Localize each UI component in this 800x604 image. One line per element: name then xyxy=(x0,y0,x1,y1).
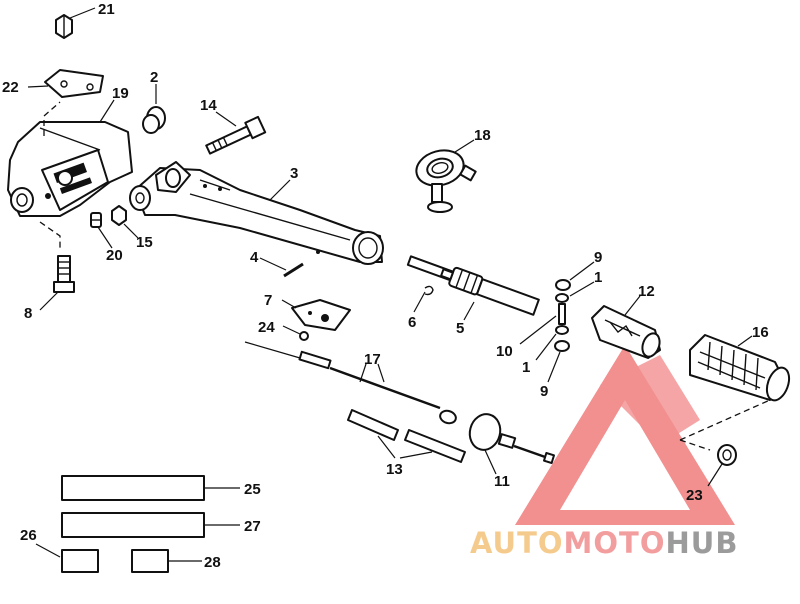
part-11-cable-end xyxy=(468,413,555,464)
callout-28: 28 xyxy=(204,554,221,571)
part-9a-nut xyxy=(555,279,571,291)
callout-23: 23 xyxy=(686,487,703,504)
watermark-logo: AUTOMOTOHUB xyxy=(470,345,738,560)
callout-26: 26 xyxy=(20,527,37,544)
part-25-decal xyxy=(61,475,205,501)
part-5-shaft xyxy=(406,255,540,316)
part-19-bracket xyxy=(7,101,133,250)
part-16-grip xyxy=(689,334,791,402)
leader-lines xyxy=(27,7,753,562)
part-22-plate xyxy=(44,69,104,98)
part-9b-nut xyxy=(554,340,570,352)
part-6-clip xyxy=(424,285,434,296)
part-7-bracket xyxy=(291,299,351,331)
part-28-decal xyxy=(131,549,169,573)
part-1a-washer xyxy=(555,293,569,303)
part-23-clip xyxy=(679,399,771,466)
callout-10: 10 xyxy=(496,343,513,360)
watermark-moto: MOTO xyxy=(564,526,666,560)
callout-12: 12 xyxy=(638,283,655,300)
callout-3: 3 xyxy=(290,165,298,182)
callout-15: 15 xyxy=(136,234,153,251)
part-15-nut xyxy=(111,205,127,226)
callout-16: 16 xyxy=(752,324,769,341)
part-13-sleeves xyxy=(347,409,466,463)
part-1b-washer xyxy=(555,325,569,335)
callout-6: 6 xyxy=(408,314,416,331)
callout-20: 20 xyxy=(106,247,123,264)
part-4-pin xyxy=(283,262,304,278)
part-2-washer xyxy=(142,106,166,134)
callout-25: 25 xyxy=(244,481,261,498)
callout-4: 4 xyxy=(250,249,259,266)
callout-labels: 21 22 2 19 14 18 3 20 15 4 8 9 1 12 7 6 … xyxy=(2,1,769,571)
callout-27: 27 xyxy=(244,518,261,535)
callout-9b: 9 xyxy=(540,383,548,400)
part-24-screw xyxy=(299,331,309,341)
callout-1b: 1 xyxy=(522,359,530,376)
part-10-stud xyxy=(558,303,566,325)
callout-18: 18 xyxy=(474,127,491,144)
callout-5: 5 xyxy=(456,320,464,337)
part-27-decal xyxy=(61,512,205,538)
svg-text:AUTOMOTOHUB: AUTOMOTOHUB xyxy=(470,526,738,560)
watermark-hub: HUB xyxy=(666,526,739,560)
part-18-clamp xyxy=(415,149,477,213)
part-26-decal xyxy=(61,549,99,573)
part-14-bolt xyxy=(205,115,267,155)
callout-19: 19 xyxy=(112,85,129,102)
callout-7: 7 xyxy=(264,292,272,309)
callout-14: 14 xyxy=(200,97,217,114)
part-3-tiller-arm xyxy=(129,161,384,265)
callout-24: 24 xyxy=(258,319,275,336)
callout-22: 22 xyxy=(2,79,19,96)
watermark-triangle-icon xyxy=(515,345,735,525)
callout-2: 2 xyxy=(150,69,158,86)
callout-8: 8 xyxy=(24,305,32,322)
callout-21: 21 xyxy=(98,1,115,18)
callout-9a: 9 xyxy=(594,249,602,266)
watermark-fold-icon xyxy=(600,355,700,445)
callout-1a: 1 xyxy=(594,269,602,286)
watermark-auto: AUTO xyxy=(470,526,564,560)
part-20-fitting xyxy=(90,212,102,228)
part-12-throttle-housing xyxy=(591,305,661,359)
callout-11: 11 xyxy=(494,473,510,490)
part-21-nut xyxy=(55,14,73,39)
callout-13: 13 xyxy=(386,461,403,478)
callout-17: 17 xyxy=(364,351,381,368)
part-8-bolt xyxy=(53,255,75,293)
part-17-cable xyxy=(244,341,457,425)
